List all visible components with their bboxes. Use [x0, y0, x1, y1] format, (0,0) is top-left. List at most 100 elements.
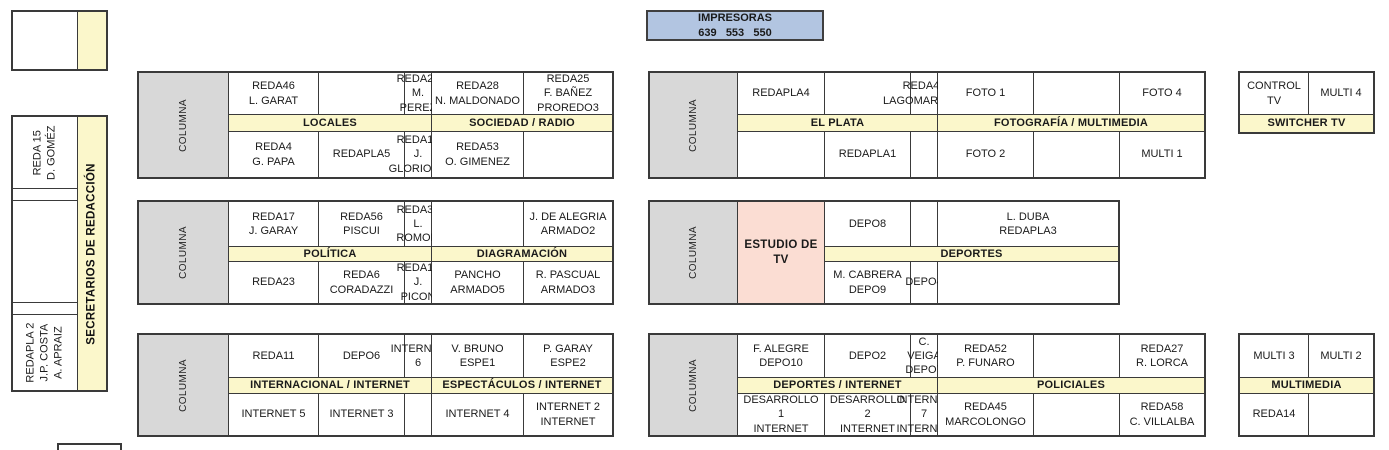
- desk-cell: [405, 394, 431, 435]
- section-band: SWITCHER TV: [1240, 115, 1373, 132]
- desk-cell: [13, 201, 77, 302]
- desk-cell: REDA6 CORADAZZI: [319, 262, 404, 303]
- desk-cell: REDA4 G. PAPA: [229, 132, 318, 177]
- desk-cell: [1309, 394, 1373, 435]
- columna-pillar: COLUMNA: [139, 202, 228, 303]
- desk-cell: DESARROLLO 2 INTERNET: [825, 394, 910, 435]
- desk-cell: [524, 132, 612, 177]
- desk-cell: INTERNET 5: [229, 394, 318, 435]
- columna-pillar: COLUMNA: [139, 73, 228, 177]
- desk-cell: REDAPLA5: [319, 132, 404, 177]
- section-band: FOTOGRAFÍA / MULTIMEDIA: [938, 115, 1204, 131]
- desk-cell: [738, 132, 824, 177]
- section-band: DEPORTES / INTERNET: [738, 378, 937, 393]
- desk-cell: FOTO 2: [938, 132, 1033, 177]
- printers-extensions: 639 553 550: [698, 26, 772, 39]
- section-band: POLÍTICA: [229, 247, 431, 261]
- desk-cell: [938, 262, 1118, 303]
- divider-cell: [13, 189, 77, 200]
- section-band: DEPORTES: [825, 247, 1118, 261]
- corner-box-yellow-area: [78, 12, 106, 69]
- desk-label: REDA 15 D. GOMÉZ: [31, 125, 57, 180]
- desk-cell: REDA23: [229, 262, 318, 303]
- desk-cell: [1034, 73, 1119, 114]
- desk-cell: REDA16 J. PICON: [396, 262, 440, 303]
- columna-label: COLUMNA: [688, 98, 699, 152]
- secretarios-label: SECRETARIOS DE REDACCIÓN: [86, 162, 99, 345]
- desk-cell: REDA 15 D. GOMÉZ: [13, 117, 77, 188]
- columna-label: COLUMNA: [688, 358, 699, 412]
- desk-cell: REDA52 P. FUNARO: [938, 335, 1033, 377]
- desk-cell: [1034, 335, 1119, 377]
- section-band: INTERNACIONAL / INTERNET: [229, 378, 431, 393]
- block-locales-sociedad: REDA46 L. GARAT REDA20 M. PEREZ COLUMNA RED…: [137, 71, 614, 179]
- divider-cell: [13, 303, 77, 314]
- desk-cell: [319, 73, 404, 114]
- desk-cell: DEPO4: [905, 262, 943, 303]
- desk-cell: REDAPLA 2 J.P. COSTA A. APRAIZ: [13, 315, 77, 390]
- columna-label: COLUMNA: [178, 226, 189, 279]
- section-band: SOCIEDAD / RADIO: [432, 115, 612, 131]
- section-band: LOCALES: [229, 115, 431, 131]
- columna-pillar: COLUMNA: [139, 335, 228, 435]
- desk-cell: INTERNET 7 INTERNET: [896, 394, 952, 435]
- desk-cell: REDA25 F. BAÑEZ PROREDO3: [524, 73, 612, 114]
- desk-cell: REDA56 PISCUI: [319, 202, 404, 246]
- desk-cell: REDA14: [1240, 394, 1308, 435]
- desk-cell: INTERNET 6: [391, 335, 446, 377]
- section-band: ESPECTÁCULOS / INTERNET: [432, 378, 612, 393]
- columna-label: COLUMNA: [178, 98, 189, 152]
- tv-studio: ESTUDIO DE TV: [738, 202, 824, 303]
- desk-cell: REDA11: [229, 335, 318, 377]
- desk-cell: R. PASCUAL ARMADO3: [524, 262, 612, 303]
- desk-cell: DEPO2: [825, 335, 910, 377]
- desk-cell: [911, 202, 937, 246]
- desk-cell: REDA58 C. VILLALBA: [1120, 394, 1204, 435]
- section-band: POLICIALES: [938, 378, 1204, 393]
- desk-cell: [1034, 132, 1119, 177]
- section-band: MULTIMEDIA: [1240, 378, 1373, 393]
- desk-cell: INTERNET 3: [319, 394, 404, 435]
- desk-cell: CONTROL TV: [1240, 73, 1308, 114]
- desk-cell: L. DUBA REDAPLA3: [938, 202, 1118, 246]
- desk-cell: REDA45 MARCOLONGO: [938, 394, 1033, 435]
- columna-pillar: COLUMNA: [650, 335, 737, 435]
- desk-cell: [911, 132, 937, 177]
- secretarios-band: SECRETARIOS DE REDACCIÓN: [78, 117, 106, 390]
- desk-cell: MULTI 2: [1309, 335, 1373, 377]
- desk-cell: REDA17 J. GARAY: [229, 202, 318, 246]
- desk-cell: REDAPLA1: [825, 132, 910, 177]
- desk-cell: V. BRUNO ESPE1: [432, 335, 523, 377]
- corner-box-white-area: [13, 12, 77, 69]
- desk-cell: C. VEIGA DEPO7: [905, 335, 943, 377]
- desk-cell: REDA46 L. GARAT: [229, 73, 318, 114]
- desk-cell: REDA49 LAGOMARSINO: [883, 73, 965, 114]
- desk-cell: FOTO 1: [938, 73, 1033, 114]
- desk-cell: INTERNET 4: [432, 394, 523, 435]
- desk-cell: J. DE ALEGRIA ARMADO2: [524, 202, 612, 246]
- printers-title: IMPRESORAS: [698, 11, 772, 24]
- desk-cell: PANCHO ARMADO5: [432, 262, 523, 303]
- desk-cell: MULTI 1: [1120, 132, 1204, 177]
- desk-cell: DEPO6: [319, 335, 404, 377]
- printers-box: IMPRESORAS 639 553 550: [646, 10, 824, 41]
- section-band: EL PLATA: [738, 115, 937, 131]
- columna-label: COLUMNA: [688, 226, 699, 279]
- partial-box-bottom-left: [57, 443, 122, 450]
- columna-pillar: COLUMNA: [650, 73, 737, 177]
- desk-cell: REDA53 O. GIMENEZ: [432, 132, 523, 177]
- columna-pillar: COLUMNA: [650, 202, 737, 303]
- desk-cell: REDA10 J. GLORIOSO: [389, 132, 447, 177]
- desk-cell: MULTI 4: [1309, 73, 1373, 114]
- desk-cell: DESARROLLO 1 INTERNET: [738, 394, 824, 435]
- desk-cell: [1034, 394, 1119, 435]
- desk-cell: REDA20 M. PEREZ: [396, 73, 440, 114]
